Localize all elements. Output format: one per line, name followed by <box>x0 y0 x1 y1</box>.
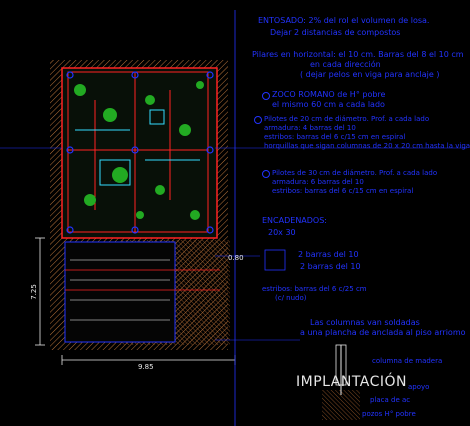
note-pilotes20-2: armadura: 4 barras del 10 <box>264 124 356 132</box>
note-barras-2: 2 barras del 10 <box>300 262 361 271</box>
note-apoyo: apoyo <box>408 383 430 391</box>
note-pilotes20-3: estribos: barras del 6 c/15 cm en espira… <box>264 133 406 141</box>
pile-30-symbol-icon <box>262 170 270 178</box>
note-pilotes30-2: armadura: 6 barras del 10 <box>272 178 364 186</box>
note-pilotes20-1: Pilotes de 20 cm de diámetro. Prof. a ca… <box>264 115 430 123</box>
note-columna-madera: columna de madera <box>372 357 443 365</box>
dimension-right: 0.80 <box>228 254 244 262</box>
note-encadenados: ENCADENADOS: <box>262 216 327 225</box>
note-entosado: ENTOSADO: 2% del rol el volumen de losa. <box>258 16 430 25</box>
note-encadenados-2: 20x 30 <box>268 228 296 237</box>
note-pilares-3: ( dejar pelos en viga para anclaje ) <box>300 70 440 79</box>
note-zoco: ZOCO ROMANO de H° pobre <box>272 90 386 99</box>
note-pilotes30-1: Pilotes de 30 cm de diámetro. Prof. a ca… <box>272 169 438 177</box>
note-pilotes20-4: horquillas que sigan columnas de 20 x 20… <box>264 142 470 150</box>
pile-20-symbol-icon <box>254 116 262 124</box>
dimension-height: 7.25 <box>29 284 38 300</box>
pile-symbol-icon <box>262 92 270 100</box>
note-pilares-2: en cada dirección <box>310 60 381 69</box>
note-columnas-2: a una plancha de anclada al piso arriomo <box>300 328 466 337</box>
note-barras-1: 2 barras del 10 <box>298 250 359 259</box>
note-pilotes30-3: estribos: barras del 6 c/15 cm en espira… <box>272 187 414 195</box>
note-pilares: Pilares en horizontal: el 10 cm. Barras … <box>252 50 464 59</box>
note-placa: placa de ac <box>370 396 411 404</box>
note-zoco-2: el mismo 60 cm a cada lado <box>272 100 385 109</box>
note-estribos: estribos: barras del 6 c/25 cm <box>262 285 367 293</box>
dimension-width: 9.85 <box>138 363 154 371</box>
note-columnas-1: Las columnas van soldadas <box>310 318 420 327</box>
note-estribos-2: (c/ nudo) <box>275 294 307 302</box>
drawing-title: IMPLANTACIÓN <box>296 374 408 390</box>
note-entosado-2: Dejar 2 distancias de compostos <box>270 28 401 37</box>
note-pozos: pozos H° pobre <box>362 410 416 418</box>
